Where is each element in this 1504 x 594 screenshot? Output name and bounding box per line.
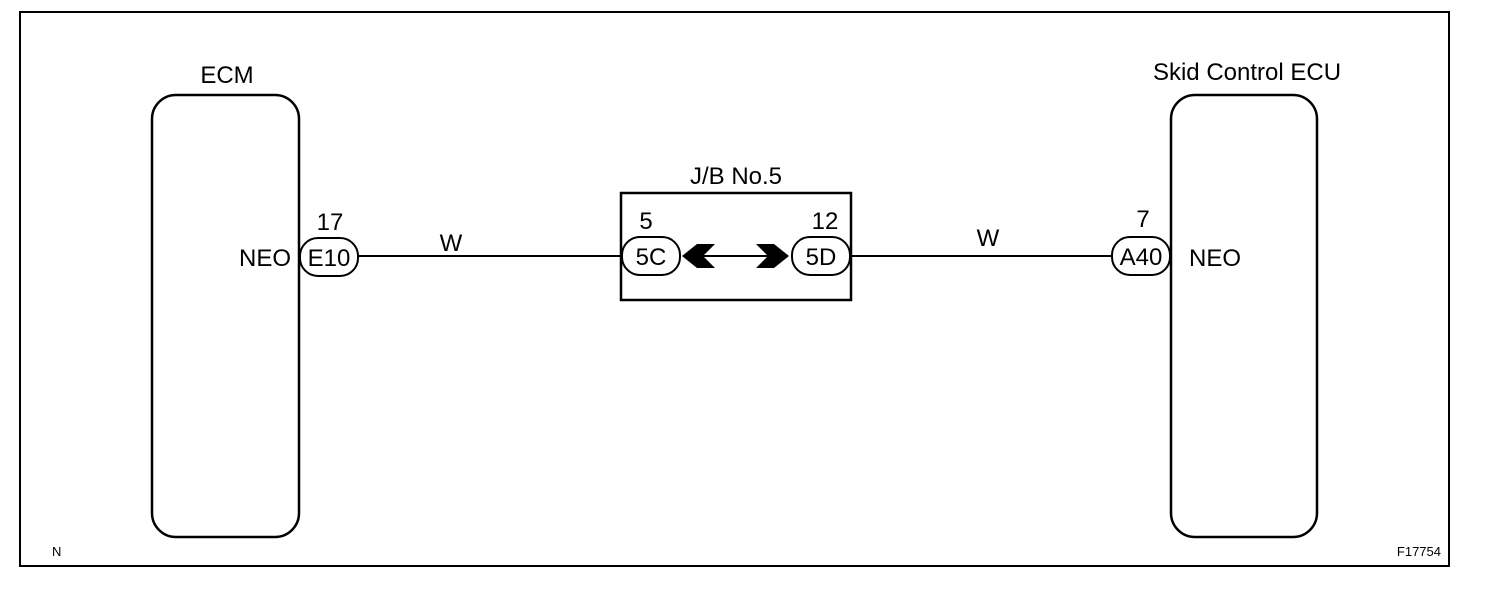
jb-left-connector-oval — [621, 236, 681, 276]
jb-right-pin-number: 12 — [812, 208, 839, 235]
ecm-connector-label: E10 — [308, 245, 351, 272]
skid-ecu-pin-number: 7 — [1136, 206, 1149, 233]
diagram-frame — [19, 11, 1450, 567]
ecm-title: ECM — [200, 62, 253, 89]
skid-ecu-connector-oval — [1111, 236, 1171, 276]
ecm-pin-number: 17 — [317, 209, 344, 236]
jb-right-arrowhead — [756, 244, 789, 268]
ecm-terminal-name: NEO — [239, 245, 291, 272]
wire-right-color: W — [977, 225, 1000, 252]
skid-ecu-terminal-name: NEO — [1189, 245, 1241, 272]
jb-left-pin-number: 5 — [639, 208, 652, 235]
jb-left-arrowhead — [682, 244, 715, 268]
jb-box — [619, 191, 853, 302]
jb-right-connector-label: 5D — [806, 244, 837, 271]
footer-left-mark: N — [52, 544, 61, 559]
figure-id: F17754 — [1397, 544, 1441, 559]
wire-left-color: W — [440, 230, 463, 257]
skid-ecu-box — [1169, 93, 1319, 539]
ecm-box — [150, 93, 301, 539]
jb-left-connector-label: 5C — [636, 244, 667, 271]
jb-title: J/B No.5 — [690, 163, 782, 190]
skid-ecu-title: Skid Control ECU — [1153, 59, 1341, 86]
skid-ecu-connector-label: A40 — [1120, 244, 1163, 271]
jb-right-connector-oval — [791, 236, 851, 276]
